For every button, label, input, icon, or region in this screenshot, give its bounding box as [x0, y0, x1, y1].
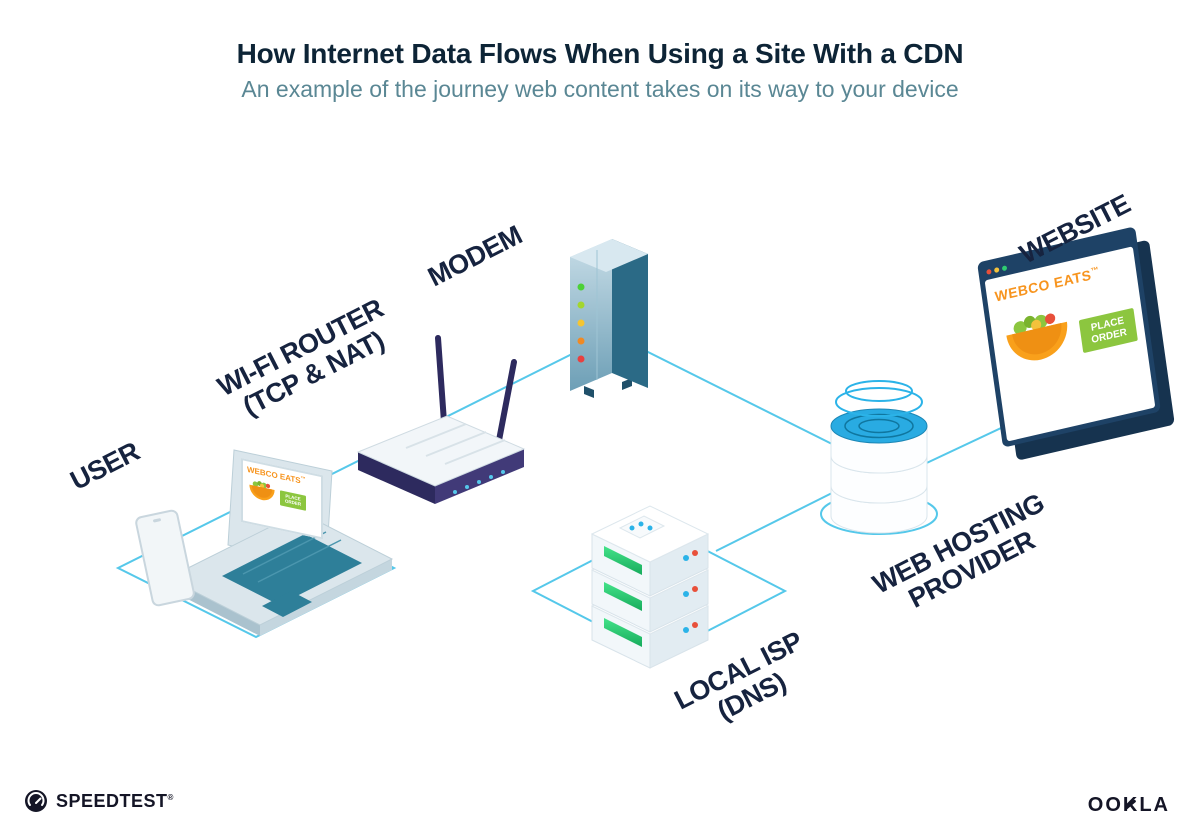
laptop-trackpad: [262, 591, 312, 617]
speedtest-wordmark: SPEEDTEST®: [56, 790, 174, 811]
page-title: How Internet Data Flows When Using a Sit…: [236, 38, 964, 69]
ookla-logo: OOKLA: [1088, 794, 1170, 817]
user-network-diamond: [115, 497, 397, 639]
isp-server-illustration: [591, 505, 709, 669]
taco-illustration-small: [247, 477, 277, 504]
modem-led-lights: [577, 283, 585, 363]
router-illustration: [356, 335, 526, 504]
wire-hosting-isp: [715, 489, 839, 552]
taco-illustration: [998, 304, 1077, 371]
speedtest-logo: SPEEDTEST®: [24, 789, 174, 813]
hosting-db-illustration: [820, 380, 938, 535]
window-minimize-icon: [993, 266, 1000, 273]
laptop-keyboard: [222, 534, 362, 605]
place-order-button: PLACE ORDER: [1078, 307, 1138, 354]
laptop-place-order-button: PLACE ORDER: [280, 490, 306, 511]
speedtest-gauge-icon: [25, 790, 47, 812]
page-subtitle: An example of the journey web content ta…: [241, 76, 959, 102]
modem-illustration: [570, 239, 648, 398]
window-close-icon: [986, 268, 992, 275]
